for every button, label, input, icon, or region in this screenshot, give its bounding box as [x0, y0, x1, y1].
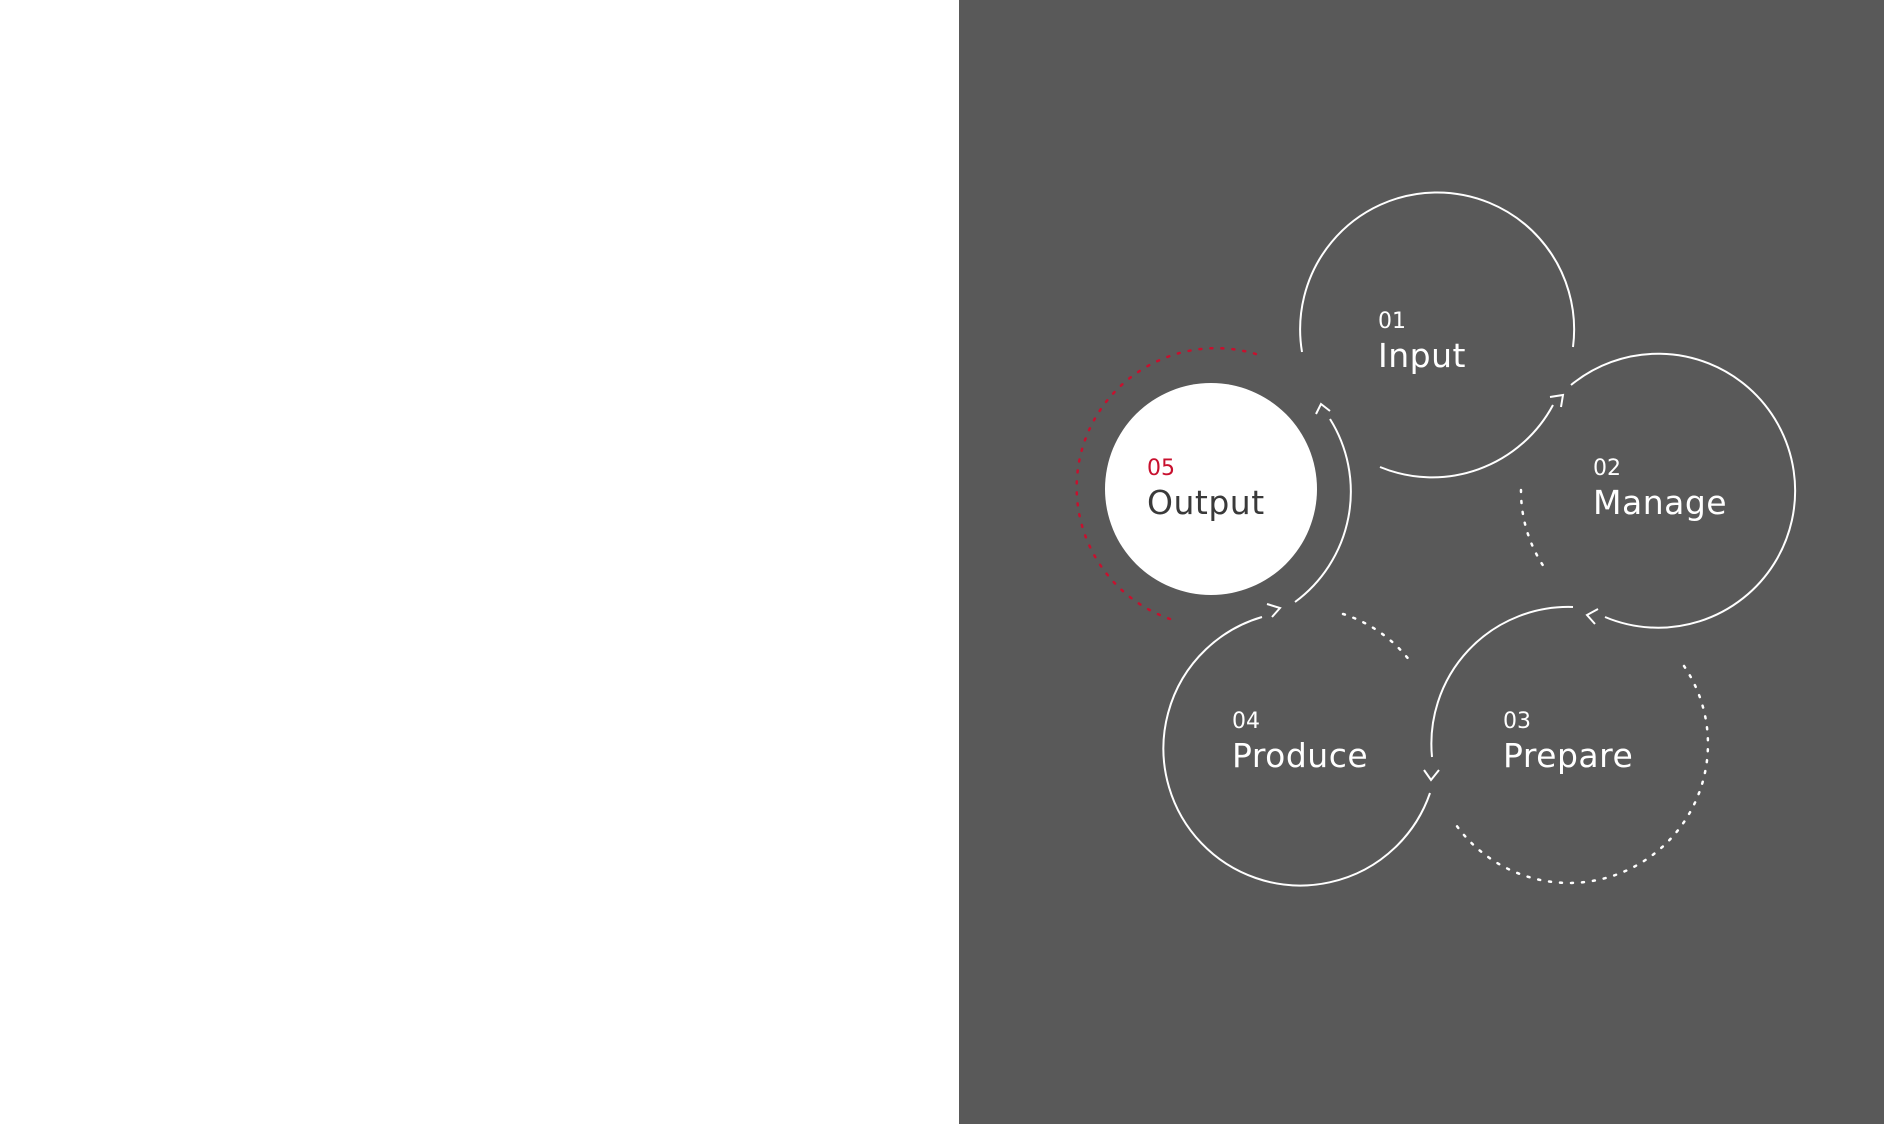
output-ring-dotted-arc	[1075, 346, 1264, 621]
input-ring-lower-arc	[1379, 404, 1554, 479]
step-input-number: 01	[1378, 309, 1406, 334]
step-input[interactable]: 01 Input	[1378, 309, 1466, 375]
arrow-manage-to-prepare-icon	[1585, 608, 1599, 625]
prepare-ring[interactable]	[1430, 605, 1574, 758]
step-prepare-label: Prepare	[1503, 736, 1634, 775]
step-produce-label: Produce	[1232, 736, 1369, 775]
output-ring-outer-arc	[1294, 418, 1352, 603]
manage-ring-dotted-arc	[1519, 488, 1546, 569]
arrow-input-to-manage-icon	[1549, 393, 1565, 408]
input-ring[interactable]	[1299, 191, 1576, 353]
arrow-output-to-input-icon	[1315, 402, 1331, 415]
step-produce-number: 04	[1232, 709, 1260, 734]
produce-ring-dotted-arc	[1341, 612, 1412, 663]
produce-ring[interactable]	[1162, 616, 1431, 887]
step-output-number: 05	[1147, 456, 1175, 481]
step-input-label: Input	[1378, 336, 1466, 375]
step-produce[interactable]: 04 Produce	[1232, 709, 1369, 775]
blank-panel	[0, 0, 959, 1124]
step-output[interactable]: 05 Output	[1147, 456, 1265, 522]
output-active-disc[interactable]	[1105, 383, 1317, 595]
step-prepare[interactable]: 03 Prepare	[1503, 709, 1634, 775]
arrow-prepare-to-produce-icon	[1423, 769, 1440, 782]
prepare-ring-dotted-arc	[1452, 664, 1710, 885]
step-prepare-number: 03	[1503, 709, 1531, 734]
diagram-panel	[959, 0, 1884, 1124]
arrow-produce-to-output-icon	[1266, 603, 1282, 618]
step-output-label: Output	[1147, 483, 1265, 522]
manage-ring[interactable]	[1570, 352, 1797, 629]
step-manage-number: 02	[1593, 456, 1621, 481]
step-manage[interactable]: 02 Manage	[1593, 456, 1728, 522]
step-manage-label: Manage	[1593, 483, 1728, 522]
